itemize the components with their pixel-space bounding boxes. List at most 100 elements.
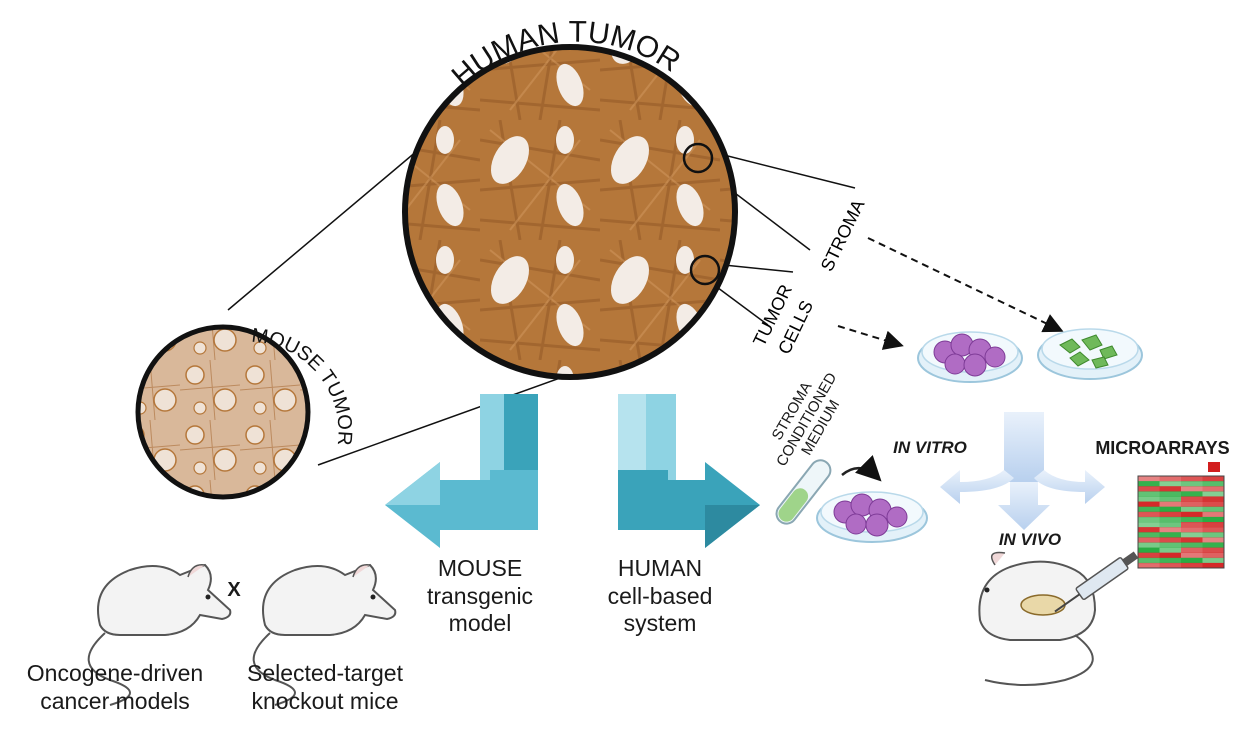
knockout-mice-caption: Selected-target knockout mice (215, 660, 435, 715)
mouse-illustration-left (87, 563, 232, 706)
heatmap-cell (1181, 527, 1203, 533)
heatmap-cell (1202, 547, 1224, 553)
heatmap-cell (1202, 532, 1224, 538)
human-tumor-image (402, 44, 738, 380)
heatmap-cell (1202, 542, 1224, 548)
human-branch-line2: cell-based (607, 582, 713, 609)
heatmap-cell (1159, 516, 1181, 523)
heatmap-cell (1181, 562, 1203, 569)
mouse-illustration-right (252, 563, 397, 706)
branch-arrow-vitro-vivo (940, 412, 1105, 530)
heatmap-cell (1202, 491, 1224, 497)
heatmap-cell (1159, 511, 1181, 518)
heatmap-cell (1202, 516, 1224, 523)
heatmap-cell (1159, 491, 1181, 497)
heatmap-cell (1159, 486, 1181, 492)
heatmap-legend (1208, 462, 1220, 472)
knockout-caption-line2: knockout mice (251, 687, 399, 714)
syringe-icon (1054, 551, 1139, 613)
heatmap-cell (1202, 537, 1224, 543)
petri-dish-tumor-cells (917, 331, 1023, 383)
heatmap-cell (1138, 516, 1160, 523)
petri-dish-conditioned (816, 491, 928, 543)
heatmap-cell (1138, 476, 1160, 482)
heatmap-cell (1181, 491, 1203, 497)
heatmap-cell (1202, 476, 1224, 482)
heatmap-cell (1159, 552, 1181, 559)
heatmap-cell (1159, 547, 1181, 553)
test-tube-icon (775, 459, 832, 525)
heatmap-cell (1202, 506, 1224, 513)
mouse-branch-caption: MOUSE transgenic model (405, 555, 555, 638)
heatmap-cell (1138, 537, 1160, 543)
oncogene-caption-line1: Oncogene-driven (26, 660, 204, 686)
heatmap-cell (1159, 522, 1181, 528)
heatmap-cell (1159, 562, 1181, 569)
heatmap-cell (1138, 542, 1160, 548)
heatmap-cell (1202, 522, 1224, 528)
heatmap-cell (1159, 527, 1181, 533)
tumor-cells-region-marker (689, 254, 721, 286)
heatmap-cell (1159, 557, 1181, 564)
heatmap-cell (1138, 491, 1160, 497)
heatmap-cell (1181, 542, 1203, 548)
human-branch-arrow (618, 394, 760, 548)
heatmap-cell (1138, 496, 1160, 502)
heatmap-cell (1181, 486, 1203, 492)
human-branch-caption: HUMAN cell-based system (585, 555, 735, 638)
heatmap-cell (1159, 537, 1181, 543)
heatmap-cell (1159, 532, 1181, 538)
heatmap-cell (1181, 516, 1203, 523)
human-branch-line1: HUMAN (617, 555, 703, 581)
heatmap-cell (1181, 481, 1203, 487)
heatmap-cell (1181, 496, 1203, 502)
heatmap-cell (1138, 486, 1160, 492)
heatmap-cell (1202, 501, 1224, 507)
heatmap-cell (1138, 557, 1160, 564)
heatmap-cell (1159, 542, 1181, 548)
human-branch-line3: system (623, 610, 697, 637)
heatmap-cell (1159, 496, 1181, 502)
oncogene-mice-caption: Oncogene-driven cancer models (5, 660, 225, 715)
heatmap-cell (1181, 501, 1203, 507)
knockout-caption-line1: Selected-target (247, 660, 403, 686)
heatmap-cell (1181, 537, 1203, 543)
mouse-branch-line3: model (448, 610, 512, 637)
heatmap-cell (1159, 476, 1181, 482)
heatmap-cell (1159, 506, 1181, 513)
heatmap-cell (1202, 562, 1224, 569)
cross-symbol: X (227, 579, 241, 601)
heatmap-cell (1138, 527, 1160, 533)
pour-arrow (841, 455, 882, 482)
heatmap-cell (1181, 557, 1203, 564)
heatmap-cell (1138, 501, 1160, 507)
microarray-heatmap (1138, 476, 1224, 569)
heatmap-cell (1138, 562, 1160, 569)
heatmap-cell (1202, 557, 1224, 564)
oncogene-caption-line2: cancer models (40, 687, 190, 714)
in-vivo-label: IN VIVO (998, 530, 1062, 549)
heatmap-cell (1202, 496, 1224, 502)
heatmap-cell (1181, 522, 1203, 528)
mouse-tumor-image (135, 324, 311, 500)
heatmap-cell (1138, 552, 1160, 559)
petri-dish-stroma-cells (1037, 328, 1143, 380)
mouse-branch-arrow (385, 394, 538, 548)
heatmap-cell (1138, 547, 1160, 553)
heatmap-cell (1181, 476, 1203, 482)
heatmap-cell (1202, 552, 1224, 559)
heatmap-cell (1202, 511, 1224, 518)
stroma-region-marker (682, 142, 714, 174)
heatmap-cell (1181, 547, 1203, 553)
heatmap-cell (1181, 532, 1203, 538)
heatmap-cell (1138, 481, 1160, 487)
mouse-branch-line1: MOUSE (437, 555, 523, 581)
heatmap-cell (1181, 506, 1203, 513)
mouse-illustration-injection (978, 551, 1097, 686)
heatmap-cell (1202, 481, 1224, 487)
heatmap-cell (1159, 501, 1181, 507)
dashed-arrows (837, 237, 1064, 350)
heatmap-cell (1138, 522, 1160, 528)
